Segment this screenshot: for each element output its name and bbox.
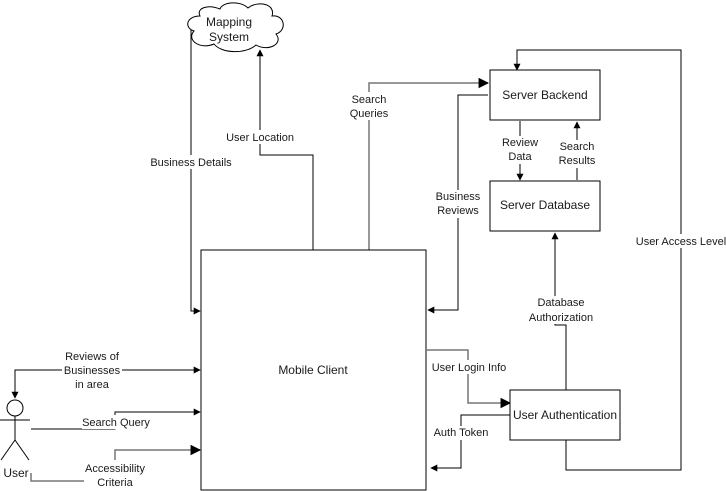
node-user-label: User (3, 466, 28, 480)
node-mapping-system[interactable]: Mapping System (187, 2, 284, 53)
edge-label-user-location: User Location (225, 130, 297, 144)
edge-label-review-data: Review Data (500, 136, 540, 164)
edge-label-reviews-of-businesses: Reviews of Businesses in area (62, 349, 122, 391)
edge-label-search-queries: Search Queries (348, 92, 390, 120)
edge-user-location (256, 49, 314, 250)
edge-user-login-info (427, 349, 512, 409)
svg-text:Criteria: Criteria (97, 477, 133, 489)
edge-label-search-results: Search Results (555, 140, 599, 168)
edge-reviews-of-businesses (11, 366, 201, 399)
svg-text:User Login Info: User Login Info (432, 362, 507, 374)
svg-text:Search: Search (352, 94, 387, 106)
svg-text:Reviews of: Reviews of (65, 351, 120, 363)
node-mapping-system-label-1: Mapping (206, 15, 252, 29)
node-user[interactable]: User (0, 399, 30, 480)
edge-search-queries (368, 77, 490, 250)
node-server-backend[interactable]: Server Backend (489, 69, 601, 121)
edge-label-user-login-info: User Login Info (430, 360, 508, 374)
svg-text:User Location: User Location (226, 132, 294, 144)
svg-text:Results: Results (559, 155, 596, 167)
svg-text:Search Query: Search Query (82, 417, 150, 429)
svg-text:Data: Data (508, 151, 532, 163)
svg-text:User Access Level: User Access Level (636, 236, 726, 248)
svg-text:Accessibility: Accessibility (85, 463, 145, 475)
svg-text:Auth Token: Auth Token (434, 427, 489, 439)
svg-text:Database: Database (537, 297, 584, 309)
svg-text:in area: in area (75, 379, 110, 391)
edge-label-business-reviews: Business Reviews (432, 190, 484, 218)
edge-label-search-query: Search Query (82, 415, 150, 429)
edge-label-user-access-level: User Access Level (633, 234, 726, 248)
svg-text:Review: Review (502, 137, 538, 149)
edge-label-business-details: Business Details (148, 155, 234, 169)
node-mobile-client-label: Mobile Client (278, 363, 348, 377)
edge-auth-token (430, 414, 510, 472)
edge-user-access-level (513, 49, 682, 471)
actor-head-icon (6, 399, 24, 417)
edge-label-database-authorization: Database Authorization (526, 296, 596, 324)
node-server-database[interactable]: Server Database (489, 180, 601, 232)
svg-text:Reviews: Reviews (437, 205, 479, 217)
svg-text:Business Details: Business Details (150, 157, 232, 169)
edge-database-authorization (551, 232, 567, 390)
svg-text:Search: Search (560, 141, 595, 153)
edge-label-accessibility-criteria: Accessibility Criteria (84, 460, 148, 490)
svg-text:Authorization: Authorization (529, 312, 593, 324)
node-user-authentication[interactable]: User Authentication (509, 389, 621, 441)
node-mobile-client[interactable]: Mobile Client (200, 249, 427, 491)
node-user-authentication-label: User Authentication (513, 408, 617, 422)
node-server-database-label: Server Database (500, 198, 590, 212)
node-mapping-system-label-2: System (209, 30, 249, 44)
svg-text:Businesses: Businesses (64, 365, 121, 377)
edge-label-auth-token: Auth Token (432, 426, 490, 440)
svg-text:Business: Business (436, 191, 481, 203)
svg-text:Queries: Queries (350, 108, 389, 120)
node-server-backend-label: Server Backend (502, 88, 587, 102)
